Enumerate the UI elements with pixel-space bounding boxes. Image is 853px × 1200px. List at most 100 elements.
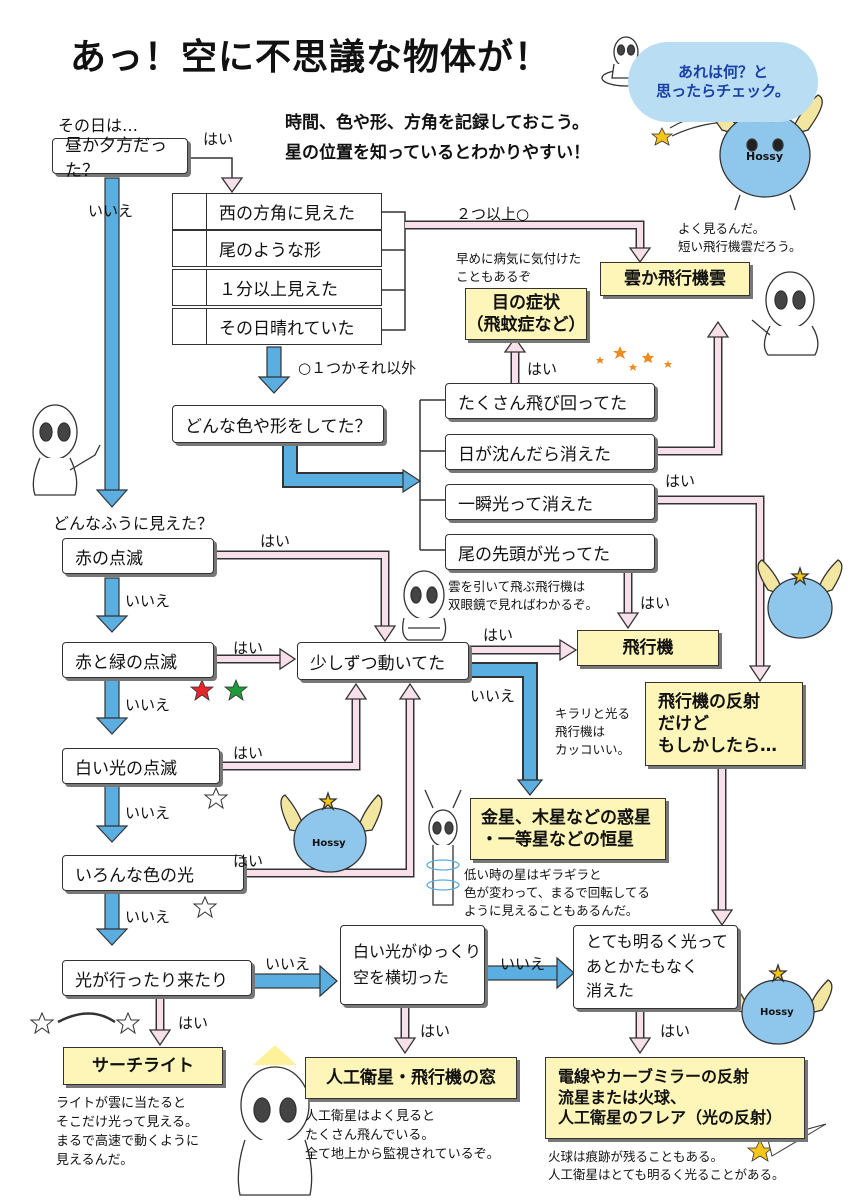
- cloud-note: よく見るんだ。 短い飛行機雲だろう。: [678, 220, 802, 256]
- option-back-forth-label: 光が行ったり来たり: [75, 970, 228, 991]
- page-title: あっ！空に不思議な物体が！: [70, 37, 552, 78]
- satellite-note: 人工衛星はよく見ると たくさん飛んでいる。 全て地上から監視されているぞ。: [305, 1108, 500, 1165]
- white-star-icon: [203, 786, 229, 810]
- hossy-label-top: Hossy: [746, 150, 784, 163]
- result-searchlight: サーチライト: [63, 1047, 223, 1085]
- result-wire-line-3: 人工衛星のフレア（光の反射）: [558, 1108, 783, 1128]
- result-planet-line-2: ・一等星などの恒星: [481, 830, 634, 850]
- fireball-note-line-1: 火球は痕跡が残ることもある。: [548, 1149, 724, 1164]
- option-flying-around[interactable]: たくさん飛び回ってた: [445, 383, 655, 419]
- no-label-white-slow: いいえ: [500, 955, 546, 973]
- option-tail-glowing[interactable]: 尾の先頭が光ってた: [445, 534, 655, 570]
- checklist-text-1: 西の方角に見えた: [219, 204, 355, 224]
- alien-arms-crossed-icon: [402, 570, 447, 641]
- sparkle-note: キラリと光る 飛行機は カッコいい。: [555, 705, 630, 759]
- option-red-green-blink[interactable]: 赤と緑の点滅: [62, 642, 214, 678]
- question-daytime[interactable]: 昼か夕方だった？: [52, 136, 188, 181]
- hossy-label-mid: Hossy: [312, 838, 346, 849]
- plane-note-line-1: 雲を引いて飛ぶ飛行機は: [448, 579, 586, 594]
- result-airplane: 飛行機: [577, 630, 719, 666]
- question-white-slow-line-1: 白い光がゆっくり: [353, 942, 482, 962]
- result-cloud-label: 雲か飛行機雲: [624, 268, 726, 289]
- green-star-icon: [223, 678, 249, 701]
- result-satellite: 人工衛星・飛行機の窓: [305, 1057, 517, 1099]
- checklist-row-1[interactable]: 西の方角に見えた: [172, 193, 382, 230]
- planet-note-line-1: 低い時の星はギラギラと: [464, 867, 602, 882]
- yes-label-white: はい: [233, 744, 264, 762]
- option-red-blink[interactable]: 赤の点滅: [62, 538, 214, 574]
- result-planet: 金星、木星などの惑星 ・一等星などの恒星: [470, 798, 666, 860]
- question-white-slow[interactable]: 白い光がゆっくり 空を横切った: [340, 925, 485, 1005]
- searchlight-note: ライトが雲に当たると そこだけ光って見える。 まるで高速で動くように 見えるんだ…: [56, 1095, 199, 1170]
- bubble-line-1: あれは何？と: [677, 62, 768, 81]
- cloud-note-line-1: よく見るんだ。: [678, 221, 766, 236]
- checklist-row-3[interactable]: １分以上見えた: [172, 269, 382, 306]
- eye-note-line-1: 早めに病気に気付けた: [456, 251, 582, 266]
- searchlight-note-line-2: そこだけ光って見える。: [56, 1114, 198, 1130]
- question-bright-vanish[interactable]: とても明るく光って あとかたもなく 消えた: [573, 925, 738, 1009]
- option-various-colors-label: いろんな色の光: [75, 865, 194, 886]
- how-seen-label: どんなふうに見えた？: [53, 514, 214, 533]
- sparkle-note-line-1: キラリと光る: [555, 706, 631, 721]
- checklist-text-4: その日晴れていた: [219, 319, 355, 339]
- option-white-blink[interactable]: 白い光の点滅: [62, 748, 220, 784]
- option-vanished-sunset-label: 日が沈んだら消えた: [458, 444, 611, 465]
- yes-label-white-slow: はい: [420, 1022, 451, 1040]
- hossy-mascot-bottom-icon: [725, 962, 833, 1045]
- speech-bubble: あれは何？と 思ったらチェック。: [628, 42, 818, 122]
- checkbox-2[interactable]: [173, 231, 207, 266]
- plane-note: 雲を引いて飛ぶ飛行機は 双眼鏡で見ればわかるぞ。: [448, 578, 598, 614]
- searchlight-note-line-1: ライトが雲に当たると: [56, 1096, 187, 1111]
- checklist-row-4[interactable]: その日晴れていた: [172, 308, 382, 345]
- yes-label-red: はい: [260, 532, 291, 550]
- planet-note: 低い時の星はギラギラと 色が変わって、まるで回転してる ように見えることもあるん…: [464, 866, 650, 920]
- option-tail-glowing-label: 尾の先頭が光ってた: [458, 544, 611, 565]
- hossy-mascot-right-icon: [757, 559, 843, 639]
- option-flash-vanish[interactable]: 一瞬光って消えた: [445, 484, 655, 520]
- checklist-text-3: １分以上見えた: [219, 280, 338, 300]
- intro-line-2: 星の位置を知っているとわかりやすい！: [285, 143, 591, 163]
- question-color-shape[interactable]: どんな色や形をしてた？: [172, 405, 384, 443]
- option-vanished-sunset[interactable]: 日が沈んだら消えた: [445, 434, 655, 470]
- no-label-red-green: いいえ: [125, 696, 171, 714]
- question-moving[interactable]: 少しずつ動いてた: [297, 642, 469, 680]
- comet-icon: [746, 1139, 774, 1162]
- option-back-forth[interactable]: 光が行ったり来たり: [62, 960, 252, 996]
- checkbox-1[interactable]: [173, 194, 207, 229]
- option-red-blink-label: 赤の点滅: [75, 548, 143, 569]
- result-planet-line-1: 金星、木星などの惑星: [481, 807, 651, 828]
- searchlight-note-line-4: 見えるんだ。: [56, 1152, 134, 1168]
- satellite-note-line-2: たくさん飛んでいる。: [305, 1127, 435, 1143]
- planet-note-line-2: 色が変わって、まるで回転してる: [464, 885, 650, 901]
- no-label-moving: いいえ: [470, 687, 516, 705]
- no-label-various: いいえ: [125, 908, 171, 926]
- option-red-green-blink-label: 赤と緑の点滅: [75, 652, 177, 673]
- checkbox-3[interactable]: [173, 270, 207, 305]
- result-satellite-label: 人工衛星・飛行機の窓: [326, 1067, 496, 1088]
- sparkle-note-line-3: カッコいい。: [555, 742, 631, 758]
- red-star-icon-2: [189, 678, 215, 701]
- question-bright-vanish-line-1: とても明るく光って: [586, 931, 728, 951]
- no-label-back-forth: いいえ: [265, 955, 311, 973]
- yes-label-1: はい: [203, 130, 234, 148]
- result-reflection-line-1: 飛行機の反射: [658, 691, 760, 712]
- checklist-row-2[interactable]: 尾のような形: [172, 230, 382, 267]
- result-eye-line-2: （飛蚊症など）: [466, 315, 586, 335]
- question-daytime-label: 昼か夕方だった？: [65, 136, 167, 181]
- option-various-colors[interactable]: いろんな色の光: [62, 855, 244, 891]
- orange-stars-icon: [596, 346, 672, 371]
- checkbox-4[interactable]: [173, 309, 207, 344]
- start-label: その日は…: [58, 116, 139, 135]
- eye-note-line-2: こともあるぞ: [456, 269, 532, 285]
- checklist-text-2: 尾のような形: [219, 241, 321, 261]
- yes-label-various: はい: [233, 852, 264, 870]
- result-searchlight-label: サーチライト: [92, 1055, 194, 1076]
- fireball-note: 火球は痕跡が残ることもある。 人工衛星はとても明るく光ることがある。: [548, 1148, 785, 1184]
- yes-label-tail: はい: [640, 594, 671, 612]
- question-color-shape-label: どんな色や形をしてた？: [185, 416, 372, 437]
- bubble-line-2: 思ったらチェック。: [656, 82, 790, 100]
- yes-label-back-forth: はい: [178, 1014, 209, 1032]
- no-label-1: いいえ: [88, 202, 134, 220]
- result-reflection-line-2: だけど: [658, 713, 709, 734]
- option-white-blink-label: 白い光の点滅: [75, 758, 177, 779]
